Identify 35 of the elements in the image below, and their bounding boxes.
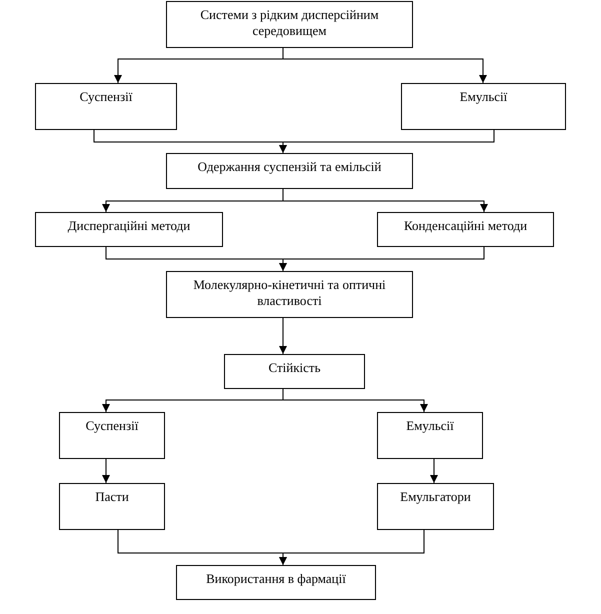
process-box <box>35 83 177 130</box>
process-box <box>166 1 413 48</box>
arrow <box>282 48 487 84</box>
process-box <box>166 153 413 189</box>
box-label: Використання в фармації <box>205 571 347 587</box>
process-box <box>59 483 165 530</box>
box-label: Емульсії <box>458 89 508 105</box>
box-label: Суспензії <box>84 418 140 434</box>
process-box <box>377 212 554 247</box>
box-label: Системи з рідким дисперсійним середовищем <box>199 7 380 39</box>
box-label: Пасти <box>94 489 130 505</box>
arrow <box>282 388 428 412</box>
process-box <box>59 412 165 459</box>
process-box <box>224 354 365 389</box>
arrow <box>279 318 287 354</box>
process-box <box>377 483 494 530</box>
box-label: Конденсаційні методи <box>402 218 528 234</box>
arrow <box>282 188 488 212</box>
arrow <box>102 458 110 484</box>
box-label: Одержання суспензій та емільсій <box>196 159 382 175</box>
arrow <box>279 246 484 272</box>
box-label: Емульсії <box>405 418 455 434</box>
box-label: Емульгатори <box>399 489 472 505</box>
process-box <box>377 412 483 459</box>
box-label: Молекулярно-кінетичні та оптичні властивості <box>192 277 387 309</box>
arrow <box>279 130 494 154</box>
process-box <box>401 83 566 130</box>
arrow <box>430 458 438 484</box>
arrow <box>279 530 424 566</box>
process-box <box>166 271 413 318</box>
box-label: Стійкість <box>267 360 322 376</box>
process-box <box>35 212 223 247</box>
box-label: Диспергаційні методи <box>66 218 192 234</box>
box-label: Суспензії <box>78 89 134 105</box>
process-box <box>176 565 376 600</box>
